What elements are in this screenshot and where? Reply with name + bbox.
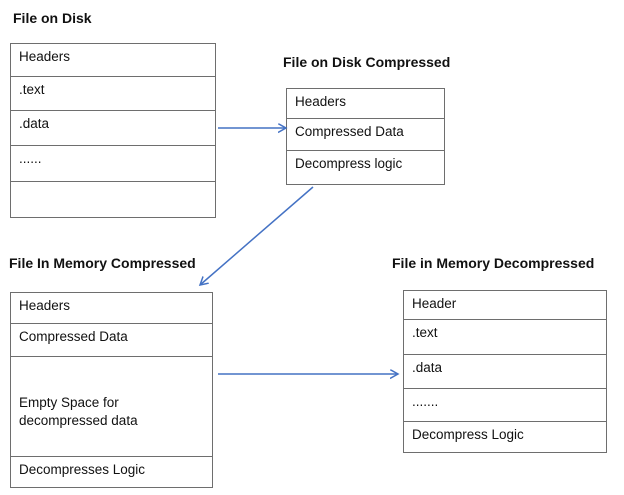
table-row: Header bbox=[404, 291, 606, 320]
table-row: Headers bbox=[11, 293, 212, 324]
table-row: Decompress Logic bbox=[412, 427, 524, 442]
table-row: Empty Space for decompressed data bbox=[11, 357, 212, 457]
file-on-disk-table: Headers .text .data ...... bbox=[10, 43, 216, 218]
table-row: Compressed Data bbox=[11, 324, 212, 357]
title-file-in-memory-decompressed: File in Memory Decompressed bbox=[392, 255, 595, 271]
file-on-disk-compressed-table: Headers Compressed Data Decompress logic bbox=[286, 88, 445, 185]
table-row: .text bbox=[11, 77, 215, 111]
table-row bbox=[11, 182, 215, 217]
table-row: ...... bbox=[11, 146, 215, 182]
table-row: Headers bbox=[287, 89, 444, 119]
title-file-on-disk: File on Disk bbox=[13, 10, 92, 26]
file-in-memory-decompressed-table: Header .text .data ....... Decompress Lo… bbox=[403, 290, 607, 453]
title-file-in-memory-compressed: File In Memory Compressed bbox=[9, 255, 196, 271]
file-in-memory-compressed-table: Headers Compressed Data Empty Space for … bbox=[10, 292, 213, 488]
table-row: Decompress logic bbox=[295, 156, 403, 171]
arrow-disk-compressed-to-memory-compressed bbox=[200, 186, 314, 285]
table-row: Compressed Data bbox=[287, 119, 444, 151]
table-row: Headers bbox=[11, 44, 215, 77]
table-row: .data bbox=[11, 111, 215, 146]
table-row: Decompresses Logic bbox=[19, 462, 146, 477]
table-row: ....... bbox=[404, 389, 606, 422]
title-file-on-disk-compressed: File on Disk Compressed bbox=[283, 54, 451, 70]
table-row: .data bbox=[404, 355, 606, 389]
table-row: .text bbox=[404, 320, 606, 355]
